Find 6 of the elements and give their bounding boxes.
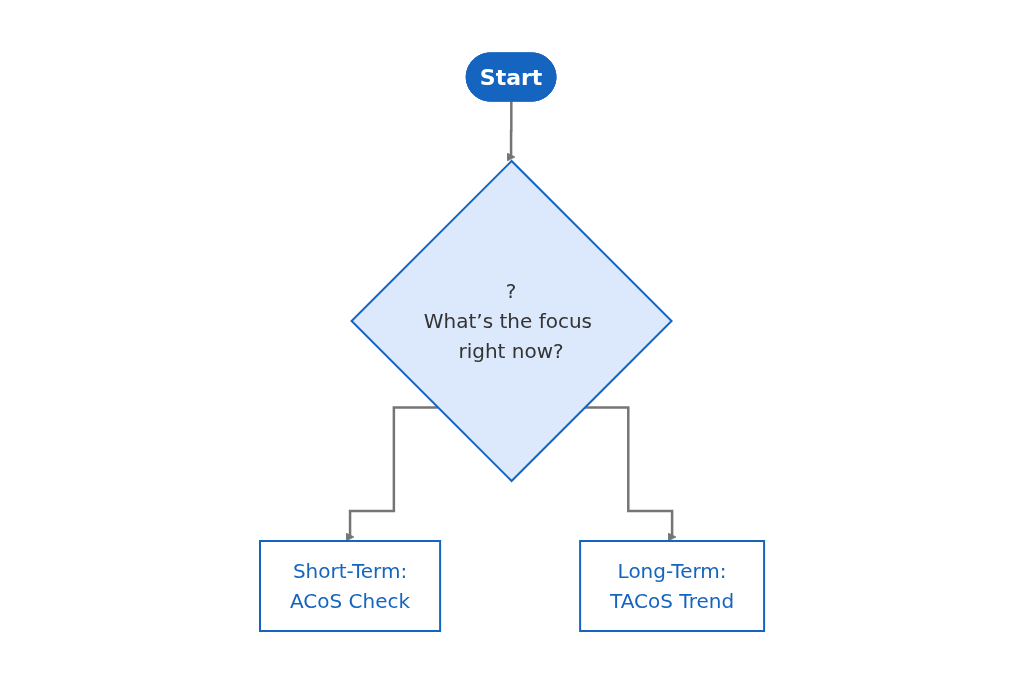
node-box: Short-Term: ACoS Check [258,539,442,632]
node-diamond: ? What’s the focus right now? [350,159,673,482]
node-box: Long-Term: TACoS Trend [579,539,766,632]
arrow [506,99,516,161]
arrow [584,405,677,541]
arrow [345,405,438,541]
